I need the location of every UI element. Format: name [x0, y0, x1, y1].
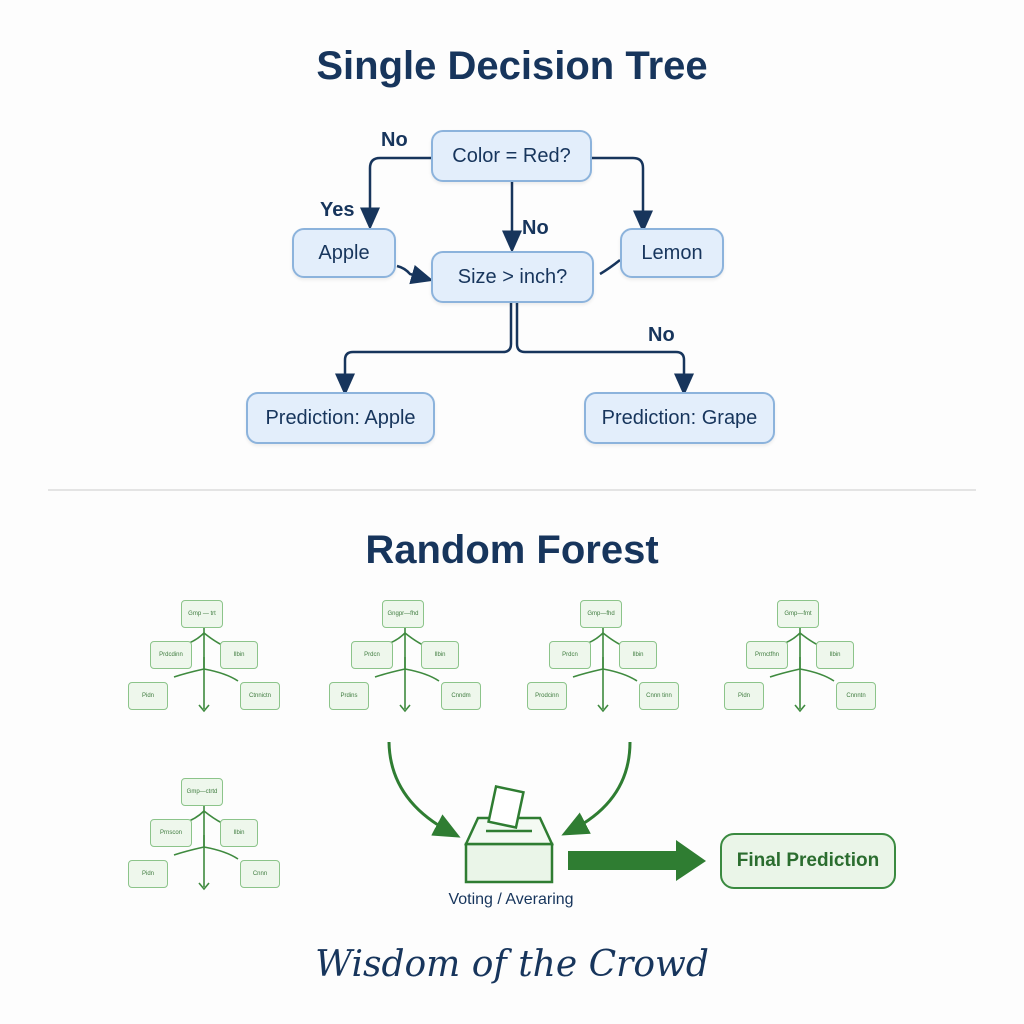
curved-arrow-left	[387, 741, 461, 838]
decision-tree-title: Single Decision Tree	[316, 44, 708, 88]
mini-tree-right-leaf: Cnnn	[240, 860, 280, 888]
mini-tree-edges	[572, 627, 638, 713]
section-divider	[48, 489, 976, 491]
edge-root-to-apple	[360, 156, 431, 230]
right-arrow-icon	[568, 840, 706, 881]
edge-root-to-lemon	[592, 156, 653, 233]
random-forest-title: Random Forest	[365, 528, 659, 572]
node-size: Size > inch?	[431, 251, 594, 303]
node-prediction-grape: Prediction: Grape	[584, 392, 775, 444]
mini-tree-right-node: Ilbin	[220, 641, 258, 669]
mini-tree-right-leaf: Cnnn tinn	[639, 682, 679, 710]
tagline: Wisdom of the Crowd	[315, 944, 709, 985]
mini-tree-right-leaf: Cnnntn	[836, 682, 876, 710]
edge-label-yes: Yes	[320, 199, 355, 221]
mini-tree-edges	[769, 627, 835, 713]
mini-tree-left-leaf: Pidn	[128, 860, 168, 888]
mini-tree-right-leaf: Cnndm	[441, 682, 481, 710]
edge-apple-to-size	[396, 264, 434, 285]
mini-tree-left-leaf: Pidn	[128, 682, 168, 710]
mini-tree-root: Gmp—ctrtd	[181, 778, 223, 806]
mini-tree-left-node: Prdcdinn	[150, 641, 192, 669]
edge-label-no-center: No	[522, 217, 549, 239]
mini-tree-right-node: Ilbin	[619, 641, 657, 669]
mini-tree-left-leaf: Prodcinn	[527, 682, 567, 710]
decision-tree-edges	[335, 156, 694, 396]
node-color-red: Color = Red?	[431, 130, 592, 182]
node-lemon: Lemon	[620, 228, 724, 278]
mini-tree-right-leaf: Ctnnictn	[240, 682, 280, 710]
ballot-box-icon	[464, 785, 554, 884]
mini-tree-right-node: Ilbin	[220, 819, 258, 847]
mini-tree-edges	[173, 805, 239, 891]
edge-size-to-pred-grape	[515, 302, 694, 396]
mini-tree-right-node: Ilbin	[816, 641, 854, 669]
mini-tree-left-node: Prnscon	[150, 819, 192, 847]
final-prediction: Final Prediction	[720, 833, 896, 889]
curved-arrow-right	[561, 741, 632, 836]
mini-tree-root: Gmp — trt	[181, 600, 223, 628]
mini-tree-root: Gngpr—fhd	[382, 600, 424, 628]
mini-tree-root: Gmp—fmt	[777, 600, 819, 628]
mini-tree-left-leaf: Pidn	[724, 682, 764, 710]
mini-tree-left-node: Prmctfhn	[746, 641, 788, 669]
edge-lemon-to-size	[599, 259, 621, 276]
voting-label: Voting / Averaring	[448, 891, 574, 908]
mini-tree-right-node: Ilbin	[421, 641, 459, 669]
edge-size-to-pred-apple	[335, 302, 513, 396]
edge-label-no-left: No	[381, 129, 408, 151]
mini-tree-left-leaf: Prdins	[329, 682, 369, 710]
node-prediction-apple: Prediction: Apple	[246, 392, 435, 444]
node-apple: Apple	[292, 228, 396, 278]
edge-label-no-right: No	[648, 324, 675, 346]
mini-tree-root: Gmp—fhd	[580, 600, 622, 628]
mini-tree-left-node: Prdcn	[549, 641, 591, 669]
mini-tree-left-node: Prdcn	[351, 641, 393, 669]
